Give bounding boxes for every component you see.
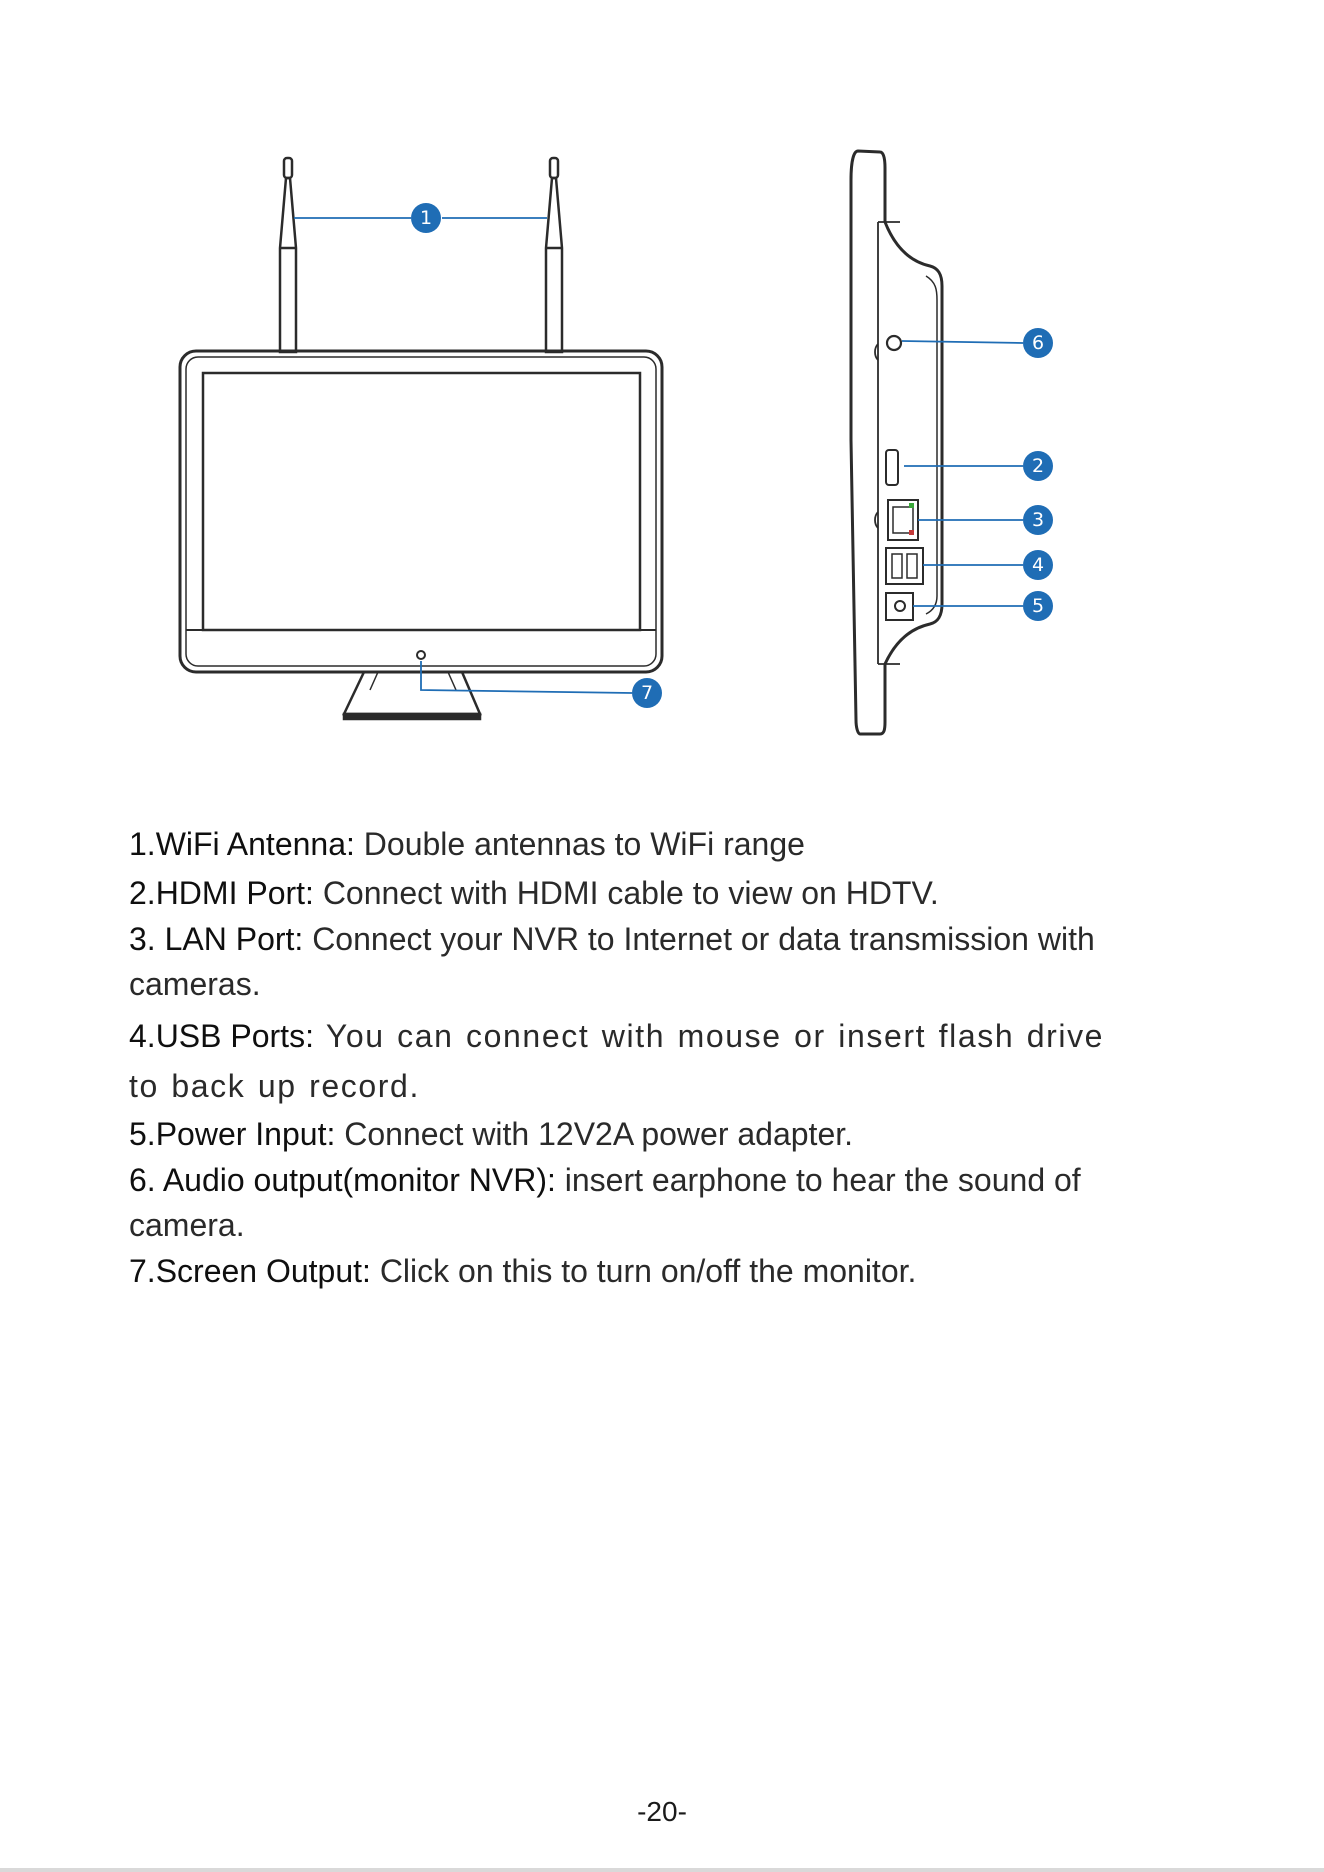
svg-text:7: 7	[641, 682, 653, 704]
front-view-monitor	[178, 156, 664, 721]
feature-description: Connect with 12V2A power adapter.	[335, 1116, 854, 1152]
monitor-stand	[342, 671, 482, 721]
feature-list: 1.WiFi Antenna: Double antennas to WiFi …	[129, 822, 1129, 1295]
leader-lines	[294, 217, 1024, 694]
svg-text:6: 6	[1032, 332, 1044, 354]
svg-text:4: 4	[1032, 554, 1044, 576]
feature-description: Connect with HDMI cable to view on HDTV.	[313, 875, 939, 911]
feature-label: 2.HDMI Port:	[129, 875, 314, 911]
svg-text:1: 1	[420, 207, 432, 229]
feature-item-lan-port: 3. LAN Port: Connect your NVR to Interne…	[129, 917, 1129, 1007]
nvr-monitor-diagram: 1 2 3 4 5 6 7	[178, 149, 1053, 736]
callout-1: 1	[411, 203, 441, 233]
power-button-icon	[416, 650, 426, 660]
feature-label: 5.Power Input:	[129, 1116, 336, 1152]
monitor-screen	[201, 371, 642, 632]
right-antenna-icon	[544, 156, 564, 354]
page-number: -20-	[637, 1796, 687, 1827]
feature-item-audio-output: 6. Audio output(monitor NVR): insert ear…	[129, 1158, 1129, 1248]
feature-description: insert earphone to hear the sound of cam…	[129, 1162, 1081, 1243]
left-antenna-icon	[278, 156, 298, 354]
feature-description: Connect your NVR to Internet or data tra…	[129, 921, 1095, 1002]
svg-text:3: 3	[1032, 509, 1044, 531]
power-input-icon	[885, 592, 914, 621]
callout-3: 3	[1023, 505, 1053, 535]
feature-description: You can connect with mouse or insert fla…	[129, 1018, 1105, 1104]
feature-item-power-input: 5.Power Input: Connect with 12V2A power …	[129, 1112, 1129, 1157]
callout-2: 2	[1023, 451, 1053, 481]
callout-6: 6	[1023, 328, 1053, 358]
bottom-rule	[0, 1868, 1324, 1872]
svg-text:5: 5	[1032, 595, 1044, 617]
callout-4: 4	[1023, 550, 1053, 580]
usb-ports-icon	[885, 547, 924, 585]
feature-description: Double antennas to WiFi range	[354, 826, 805, 862]
feature-item-hdmi-port: 2.HDMI Port: Connect with HDMI cable to …	[129, 871, 1129, 916]
feature-item-screen-output: 7.Screen Output: Click on this to turn o…	[129, 1249, 1129, 1294]
feature-label: 1.WiFi Antenna:	[129, 826, 355, 862]
callout-5: 5	[1023, 591, 1053, 621]
side-view-monitor	[849, 149, 944, 736]
feature-description: Click on this to turn on/off the monitor…	[370, 1253, 917, 1289]
feature-label: 7.Screen Output:	[129, 1253, 371, 1289]
feature-item-usb-ports: 4.USB Ports: You can connect with mouse …	[129, 1011, 1129, 1111]
feature-label: 3. LAN Port:	[129, 921, 304, 957]
feature-label: 4.USB Ports:	[129, 1018, 314, 1054]
svg-text:2: 2	[1032, 455, 1044, 477]
feature-label: 6. Audio output(monitor NVR):	[129, 1162, 556, 1198]
callout-7: 7	[632, 678, 662, 708]
monitor-bezel	[178, 349, 664, 674]
audio-jack-icon	[885, 334, 903, 352]
lan-port-icon	[887, 499, 919, 541]
feature-item-wifi-antenna: 1.WiFi Antenna: Double antennas to WiFi …	[129, 822, 1129, 867]
hdmi-port-icon	[885, 449, 899, 486]
